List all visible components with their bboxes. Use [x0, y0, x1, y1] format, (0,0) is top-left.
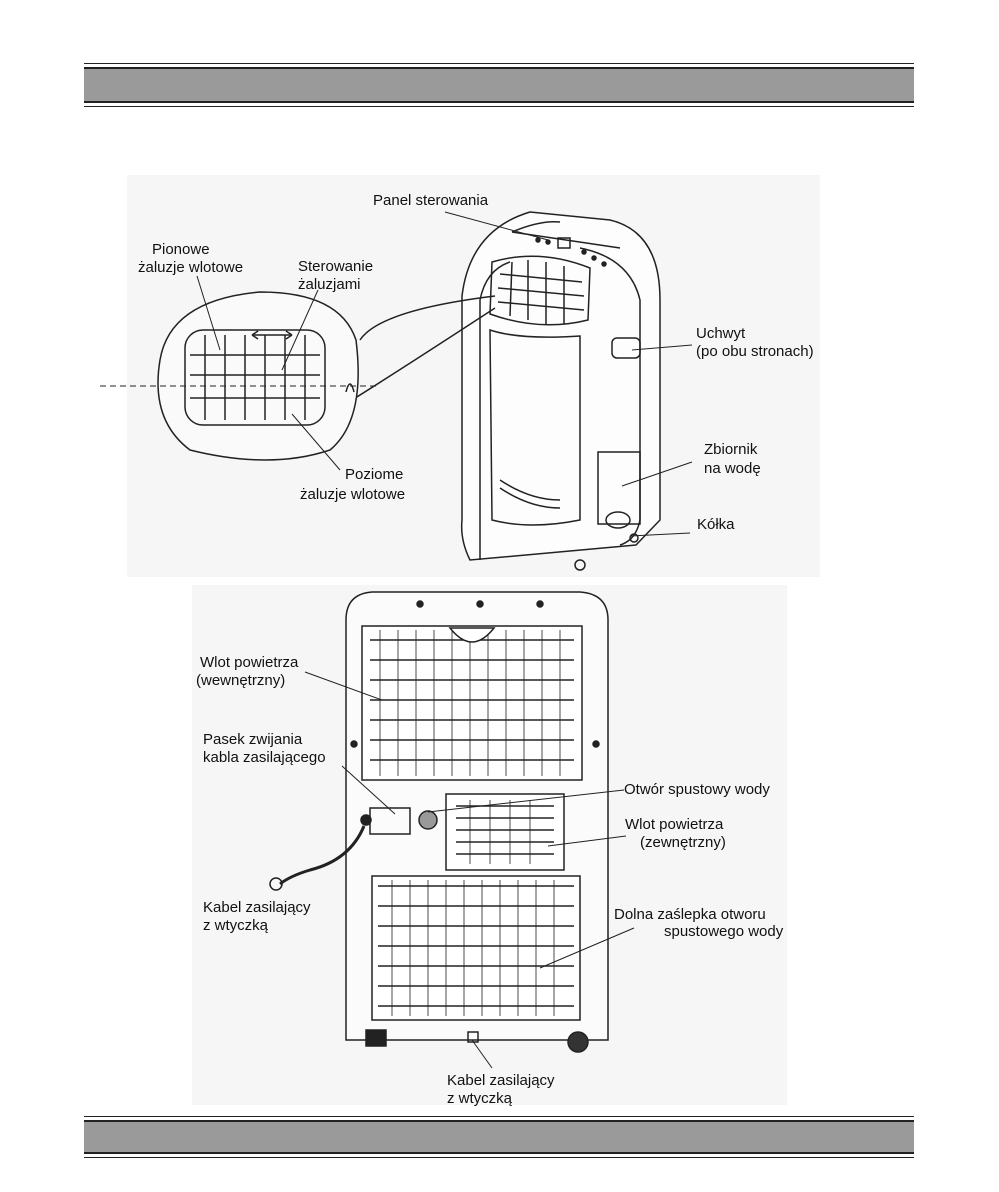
label-cable-strap-line2: kabla zasilającego [203, 749, 326, 766]
label-power-cable-bottom-line2: z wtyczką [447, 1090, 513, 1107]
label-horizontal-louvers-line2: żaluzje wlotowe [300, 486, 406, 503]
label-louver-control-line2: żaluzjami [298, 276, 361, 293]
label-vertical-louvers-line1: Pionowe [152, 241, 210, 258]
label-drain-cap-line2: spustowego wody [664, 923, 784, 940]
label-horizontal-louvers-line1: Poziome [345, 466, 404, 483]
label-handle-line2: (po obu stronach) [696, 343, 814, 360]
label-cable-strap-line1: Pasek zwijania [203, 731, 303, 748]
label-control-panel: Panel sterowania [373, 192, 489, 209]
label-drain-cap-line1: Dolna zaślepka otworu [614, 906, 766, 923]
label-air-inlet-internal-line2: (wewnętrzny) [196, 672, 286, 689]
label-water-tank-line2: na wodę [704, 460, 761, 477]
header-bar [84, 63, 914, 107]
label-power-cable-left-line2: z wtyczką [203, 917, 269, 934]
label-handle-line1: Uchwyt [696, 325, 746, 342]
label-air-inlet-external-line1: Wlot powietrza [625, 816, 724, 833]
label-vertical-louvers-line2: żaluzje wlotowe [138, 259, 244, 276]
label-water-tank-line1: Zbiornik [704, 441, 758, 458]
footer-bar [84, 1116, 914, 1158]
label-power-cable-bottom-line1: Kabel zasilający [447, 1072, 555, 1089]
label-louver-control-line1: Sterowanie [298, 258, 374, 275]
label-air-inlet-external-line2: (zewnętrzny) [640, 834, 726, 851]
label-water-drain: Otwór spustowy wody [624, 781, 770, 798]
label-air-inlet-internal-line1: Wlot powietrza [200, 654, 299, 671]
label-power-cable-left-line1: Kabel zasilający [203, 899, 311, 916]
label-wheels: Kółka [697, 516, 735, 533]
